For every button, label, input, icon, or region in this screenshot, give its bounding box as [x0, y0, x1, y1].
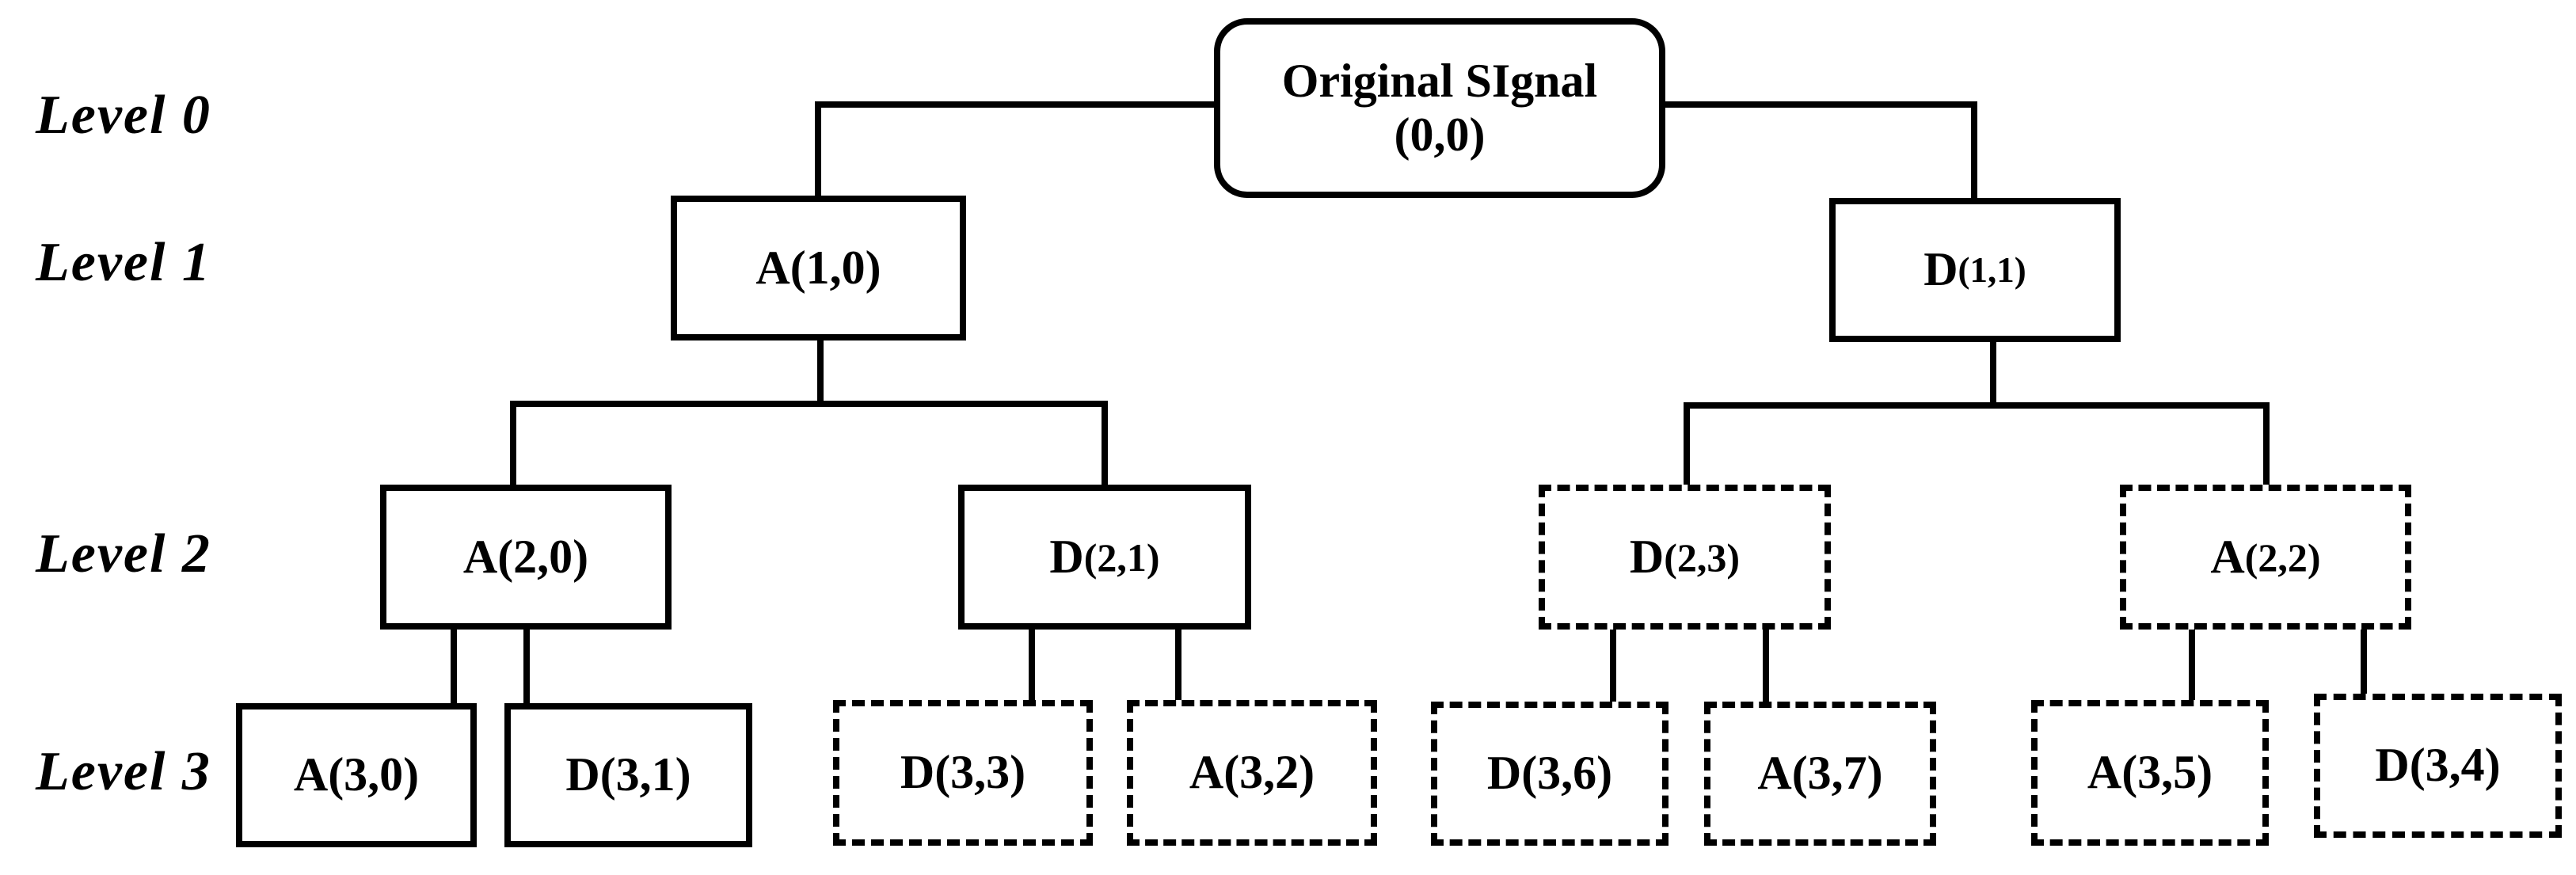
node-title: A: [462, 530, 498, 583]
connector-line: [815, 101, 821, 202]
node-title: D: [1486, 747, 1522, 800]
node-a-2-0: A(2,0): [380, 485, 672, 630]
node-coords: (2,1): [1083, 535, 1160, 580]
node-original-signal-0-0: Original SIgnal (0,0): [1214, 18, 1665, 198]
node-coords: (3,2): [1223, 746, 1315, 799]
node-coords: (3,0): [328, 748, 420, 801]
node-d-3-4: D(3,4): [2314, 694, 2562, 838]
node-title: A: [293, 748, 329, 801]
node-a-1-0: A(1,0): [671, 196, 966, 340]
connector-line: [1684, 402, 1690, 489]
connector-line: [2263, 402, 2270, 489]
node-d-2-1: D(2,1): [958, 485, 1251, 630]
node-d-3-6: D(3,6): [1431, 702, 1669, 846]
connector-line: [1990, 338, 1996, 405]
node-title: D: [565, 748, 600, 801]
node-d-3-3: D(3,3): [833, 700, 1093, 846]
node-title: D: [2375, 739, 2410, 792]
node-coords: (3,1): [599, 748, 691, 801]
level-2-label: Level 2: [36, 523, 211, 584]
node-coords: (1,0): [790, 241, 881, 294]
connector-line: [523, 626, 530, 708]
node-coords: (3,5): [2121, 746, 2213, 799]
connector-line: [510, 401, 1108, 407]
connector-line: [1661, 101, 1977, 108]
node-coords: (2,3): [1664, 535, 1741, 580]
node-title: A: [2087, 746, 2122, 799]
node-d-1-1: D(1,1): [1829, 198, 2121, 342]
node-title: A: [755, 241, 790, 294]
node-title: A: [2210, 530, 2245, 583]
connector-line: [2189, 626, 2195, 705]
node-d-2-3: D(2,3): [1539, 485, 1831, 630]
level-0-label: Level 0: [36, 85, 211, 146]
node-coords: (0,0): [1394, 108, 1486, 161]
connector-line: [815, 101, 1217, 108]
node-title: D: [1923, 243, 1958, 296]
node-coords: (3,7): [1791, 747, 1883, 800]
node-title: A: [1189, 746, 1224, 799]
connector-line: [1763, 626, 1769, 705]
level-3-label: Level 3: [36, 741, 211, 802]
connector-line: [1971, 101, 1977, 204]
connector-line: [510, 401, 516, 489]
connector-line: [817, 337, 824, 404]
node-coords: (3,4): [2409, 739, 2501, 792]
node-title: D: [900, 746, 935, 799]
node-d-3-1: D(3,1): [504, 703, 752, 847]
node-title: Original SIgnal: [1281, 55, 1598, 108]
node-coords: (1,1): [1958, 249, 2026, 290]
node-a-3-2: A(3,2): [1127, 700, 1377, 846]
node-coords: (2,0): [497, 530, 589, 583]
node-coords: (3,6): [1521, 747, 1613, 800]
node-title: D: [1049, 530, 1084, 583]
connector-line: [1102, 401, 1108, 489]
connector-line: [1684, 402, 2270, 409]
node-coords: (3,3): [934, 746, 1026, 799]
level-1-label: Level 1: [36, 232, 211, 293]
connector-line: [2361, 626, 2367, 698]
connector-line: [1029, 626, 1035, 705]
connector-line: [1175, 626, 1181, 705]
node-title: A: [1757, 747, 1792, 800]
node-a-3-5: A(3,5): [2031, 700, 2269, 846]
node-a-2-2: A(2,2): [2120, 485, 2411, 630]
node-coords: (2,2): [2244, 535, 2321, 580]
connector-line: [451, 626, 457, 708]
connector-line: [1610, 626, 1616, 705]
node-a-3-7: A(3,7): [1704, 702, 1936, 846]
node-a-3-0: A(3,0): [236, 703, 477, 847]
node-title: D: [1629, 530, 1665, 583]
